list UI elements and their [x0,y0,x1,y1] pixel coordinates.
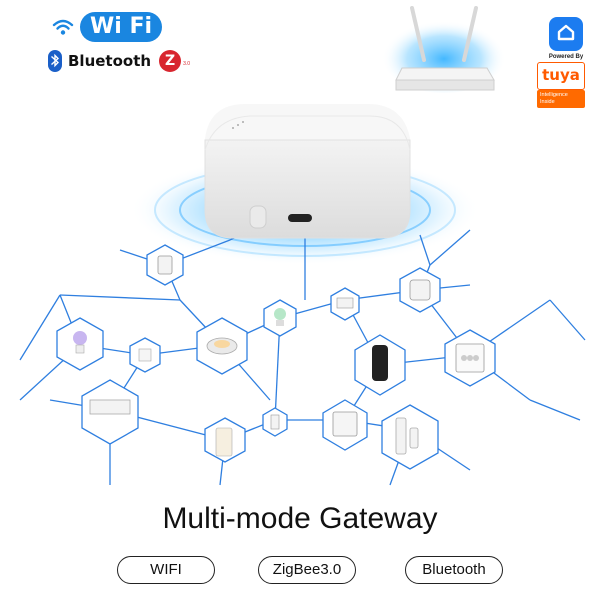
bluetooth-logo: Bluetooth Z 3.0 [48,50,190,72]
protocol-pill-bluetooth: Bluetooth [405,556,503,584]
protocol-pill-wifi: WIFI [117,556,215,584]
zigbee-icon: Z [159,50,182,72]
gateway-device [204,104,411,239]
device-glyphs [73,255,485,457]
router-illustration [382,6,506,93]
bluetooth-label: Bluetooth [68,52,152,70]
protocol-list: WIFI ZigBee3.0 Bluetooth [0,556,600,586]
intelligence-text: Intelligence [540,92,568,98]
device-nodes [56,244,496,470]
gateway-network-illustration [19,104,586,486]
wifi-label: Wi Fi [80,12,163,42]
intelligence-inside-badge: Intelligence Inside [537,90,585,108]
tuya-brand: tuya [537,62,585,90]
inside-text: Inside [540,99,555,105]
wifi-logo: Wi Fi [52,10,163,44]
wifi-signal-icon [52,19,74,35]
tuya-app-icon [549,17,583,51]
powered-by-text: Powered By [548,54,584,60]
bluetooth-icon [48,50,62,72]
page-title: Multi-mode Gateway [162,502,438,535]
zigbee-version: 3.0 [183,61,191,67]
protocol-pill-zigbee: ZigBee3.0 [258,556,356,584]
